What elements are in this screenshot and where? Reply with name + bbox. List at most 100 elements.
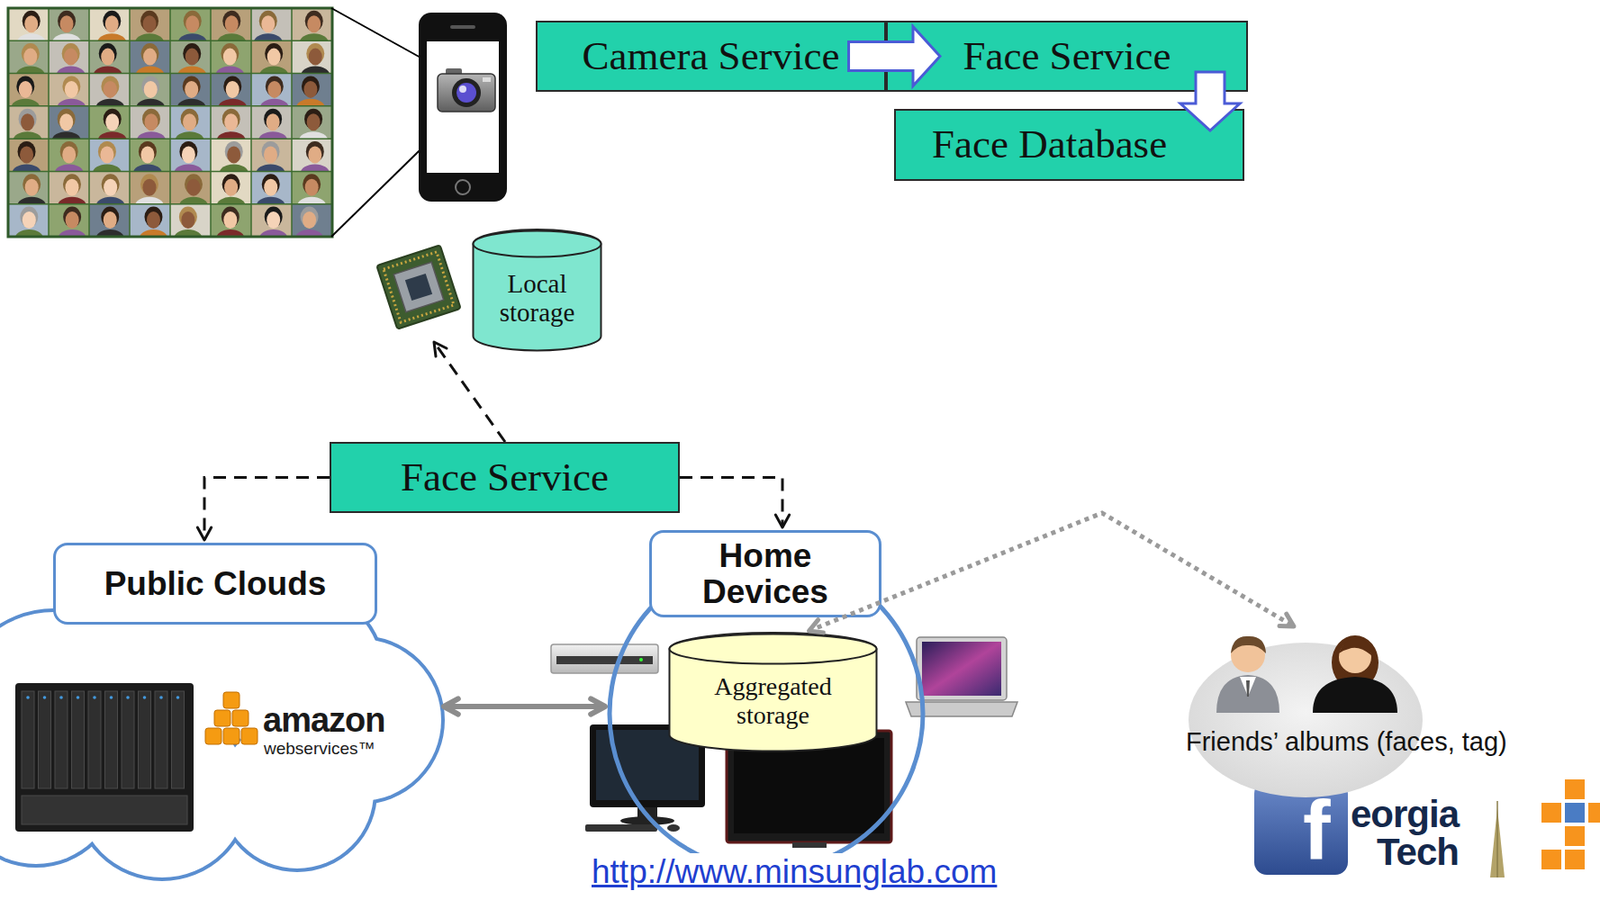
phone-button <box>455 180 471 195</box>
arrow-head <box>1279 614 1294 627</box>
photo-face <box>60 15 74 33</box>
photo-grid-frame <box>8 8 333 237</box>
partner-logo <box>1564 826 1585 847</box>
server-blade <box>121 691 135 789</box>
server-blade <box>171 691 185 789</box>
photo-face <box>185 15 199 33</box>
server-light <box>43 696 47 700</box>
chip-pins <box>383 252 454 323</box>
photo-grid-line <box>209 8 212 237</box>
photo-face <box>225 81 240 99</box>
node-heading: Home Devices <box>662 538 868 611</box>
photo-face <box>144 81 158 99</box>
phone-screen <box>426 41 499 173</box>
photo-face <box>140 145 154 163</box>
photo-face <box>261 15 275 33</box>
aws-cube <box>205 728 222 745</box>
photo-face <box>59 113 73 131</box>
server-light <box>92 696 97 700</box>
database-box: Face Database <box>894 108 1245 181</box>
photo-face <box>25 179 39 197</box>
photo-face <box>144 113 158 131</box>
connector <box>679 478 790 529</box>
partner-logo <box>1541 803 1562 823</box>
photo-face <box>18 81 33 99</box>
photo-face <box>266 113 281 131</box>
text-label: eorgia <box>1350 795 1459 834</box>
connector <box>443 698 606 715</box>
camera-glint <box>459 85 467 93</box>
photo-face <box>303 81 317 99</box>
connector <box>197 478 330 542</box>
arrow-head <box>809 620 824 633</box>
storage-label: Local storage <box>471 269 603 328</box>
photo-face <box>103 211 118 229</box>
process-box: Face Service <box>329 442 680 514</box>
person-body <box>1216 675 1280 714</box>
cylinder-top <box>473 231 602 258</box>
storage-cylinder: Local storage <box>471 229 603 353</box>
server-light <box>143 696 147 700</box>
heading-box: Home Devices <box>649 530 882 618</box>
dashed-connector <box>679 478 783 529</box>
label-slot: Tech <box>1376 833 1459 872</box>
cylinder-top <box>669 634 877 665</box>
storage-label: Aggregated storage <box>668 672 878 730</box>
mouse <box>667 824 680 832</box>
album-ellipse <box>1188 642 1423 798</box>
person-shirt <box>1239 677 1257 697</box>
process-box: Face Service <box>885 20 1248 92</box>
photo-face <box>184 81 199 99</box>
photo-face <box>308 48 323 66</box>
photo-face <box>22 211 37 229</box>
person-body <box>1312 677 1398 714</box>
photo-grid-ground <box>8 8 333 237</box>
server-light <box>59 696 64 700</box>
connector <box>1180 72 1240 131</box>
arrow-head <box>775 515 789 528</box>
partner-logo <box>1564 849 1585 870</box>
photo-grid-line <box>8 171 333 173</box>
partner-logo <box>1541 849 1562 870</box>
photo-grid-line <box>8 203 333 206</box>
node-label: Face Service <box>962 33 1171 81</box>
photo-face <box>307 15 321 33</box>
photo-grid-line <box>290 8 293 237</box>
server-blade <box>138 691 152 789</box>
photo-grid-line <box>128 8 131 237</box>
photo-face <box>263 179 278 197</box>
photo-face <box>307 113 321 131</box>
text-label: webservices™ <box>263 739 376 760</box>
keyboard <box>585 824 658 832</box>
photo-face <box>223 211 237 229</box>
text-label: f <box>1302 788 1331 872</box>
photo-face <box>64 179 79 197</box>
set-top-box <box>551 644 659 674</box>
server-blade <box>21 691 35 789</box>
camera-body <box>437 73 496 112</box>
dashed-leader <box>433 342 506 443</box>
photo-face <box>267 48 281 66</box>
photo-face <box>19 145 34 163</box>
album-shape <box>1184 630 1596 807</box>
set-top-light <box>639 658 643 662</box>
tv-screen <box>733 738 885 834</box>
partner-logo <box>1588 803 1600 823</box>
photo-face <box>263 145 278 163</box>
photo-face <box>186 179 200 197</box>
label-slot: http://www.minsunglab.com <box>591 853 997 893</box>
photo-face <box>24 15 38 33</box>
device-group: Home DevicesAggregated storage <box>607 530 925 873</box>
photo-face <box>302 211 317 229</box>
partner-logo <box>1564 779 1585 800</box>
photo-grid-line <box>8 40 333 43</box>
photo-grid-line <box>250 8 253 237</box>
storage-cylinder: Aggregated storage <box>668 632 878 753</box>
chip-board <box>376 244 461 329</box>
photo-grid-line <box>8 137 333 140</box>
label-slot: f <box>1302 788 1331 872</box>
process-box: Camera Service <box>535 20 886 92</box>
photo-face <box>20 113 35 131</box>
chip-die <box>405 273 433 301</box>
